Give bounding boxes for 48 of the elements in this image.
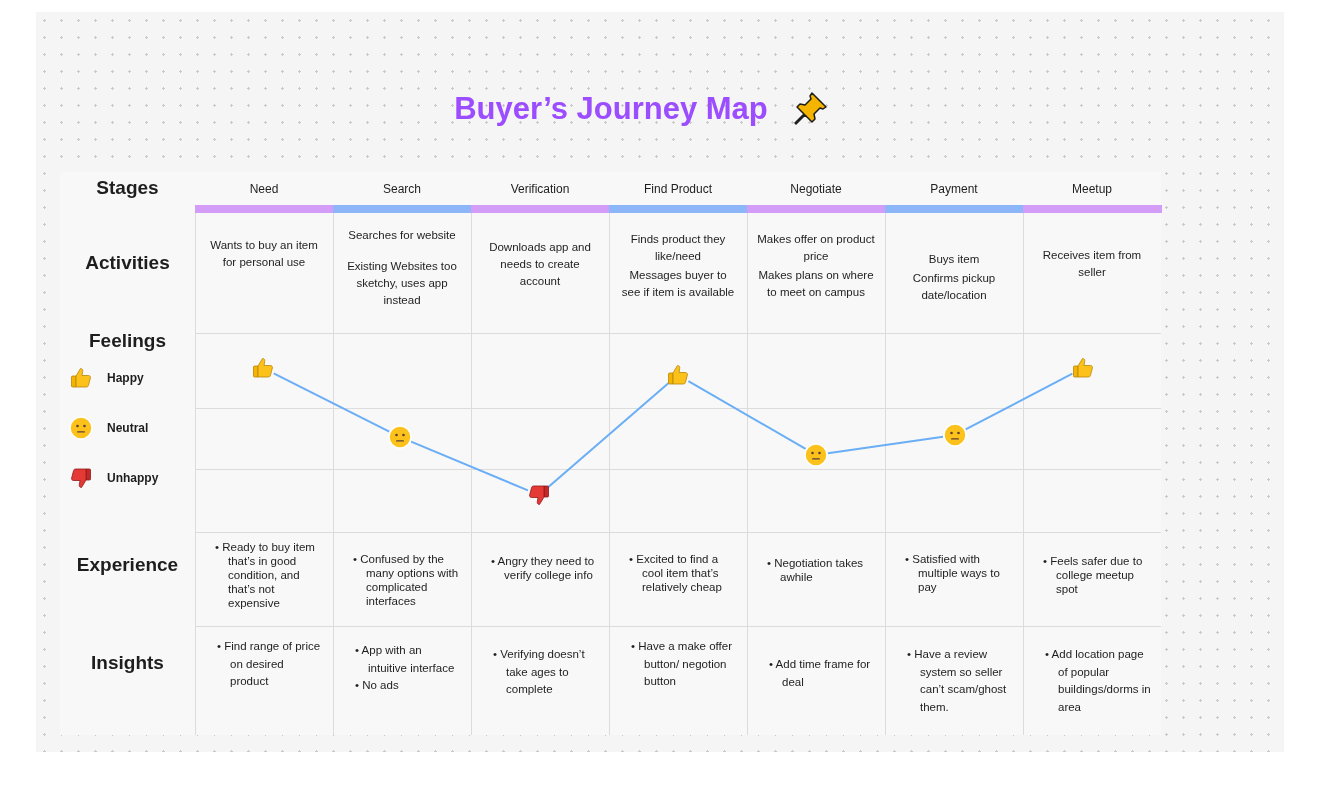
stage-name: Need xyxy=(249,180,279,198)
row-heading: Stages xyxy=(96,176,159,201)
activity-text: Makes offer on product price xyxy=(757,232,875,264)
experience-text: • Ready to buy item that’s in good condition, and that’s not expensive xyxy=(215,540,316,610)
experience-text: • Confused by the many options with complicated interfaces xyxy=(353,552,459,608)
feeling-line xyxy=(410,440,529,492)
insight-text: • App with an intuitive interface xyxy=(355,643,456,676)
insight-text: • Find range of price on desired product xyxy=(217,639,322,689)
experience-text: • Satisfied with multiple ways to pay xyxy=(905,552,1001,594)
feeling-line xyxy=(687,380,807,450)
feeling-line xyxy=(547,381,670,489)
experience-text: • Angry they need to verify college info xyxy=(491,554,596,582)
insight-text: • Have a review system so seller can’t scam/ghost them. xyxy=(907,647,1008,715)
activity-text: Searches for website xyxy=(348,228,456,243)
activity-text: Buys item xyxy=(928,252,980,267)
stage-name: Find Product xyxy=(643,180,712,198)
legend-label: Neutral xyxy=(107,420,149,437)
row-heading: Insights xyxy=(91,651,164,676)
activity-text: Wants to buy an item for personal use xyxy=(209,238,319,270)
experience-text: • Feels safer due to college meetup spot xyxy=(1043,554,1144,596)
stage-name: Negotiate xyxy=(790,180,842,198)
experience-text: • Excited to find a cool item that’s relatively cheap xyxy=(629,552,723,594)
activity-text: Confirms pickup date/location xyxy=(911,271,997,303)
stage-name: Verification xyxy=(510,180,570,198)
stage-name: Meetup xyxy=(1072,180,1112,198)
feeling-line xyxy=(964,372,1074,431)
legend-label: Happy xyxy=(107,370,144,387)
row-heading: Feelings xyxy=(88,328,167,353)
activity-text: Existing Websites too sketchy, uses app instead xyxy=(346,259,458,308)
row-heading: Experience xyxy=(76,552,179,577)
insight-text: • No ads xyxy=(355,678,400,693)
insight-text: • Have a make offer button/ negotion button xyxy=(631,639,733,689)
activity-text: Finds product they like/need xyxy=(629,232,727,264)
activity-text: Receives item from seller xyxy=(1041,248,1143,280)
experience-text: • Negotiation takes awhile xyxy=(767,556,865,584)
activity-text: Messages buyer to see if item is available xyxy=(620,268,736,300)
stage-name: Search xyxy=(383,180,421,198)
stage-name: Payment xyxy=(930,180,978,198)
row-heading: Activities xyxy=(85,250,170,275)
insight-text: • Add time frame for deal xyxy=(769,657,872,690)
legend-label: Unhappy xyxy=(107,470,159,487)
insight-text: • Verifying doesn’t take ages to complete xyxy=(493,647,586,697)
insight-text: • Add location page of popular buildings/dorms in area xyxy=(1045,647,1152,715)
activity-text: Makes plans on where to meet on campus xyxy=(757,268,875,300)
title: Buyer’s Journey Map xyxy=(454,90,768,128)
feeling-line xyxy=(826,435,945,455)
activity-text: Downloads app and needs to create account xyxy=(488,240,592,289)
feeling-line xyxy=(272,372,391,433)
